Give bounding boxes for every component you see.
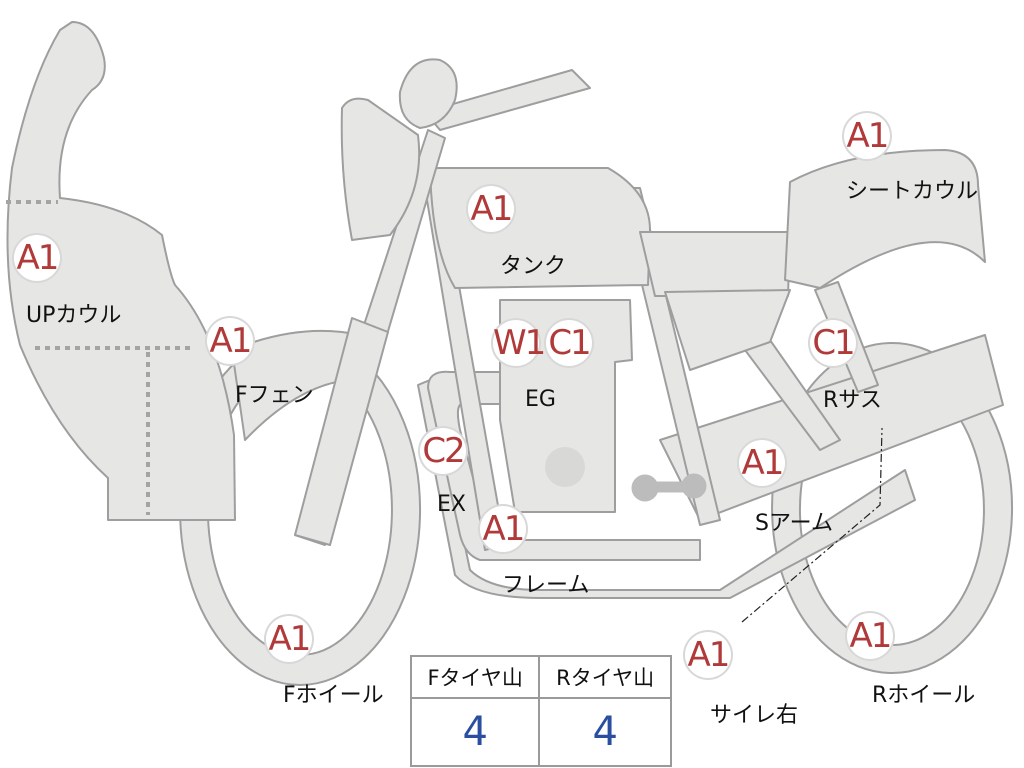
tank-label: タンク xyxy=(500,254,567,279)
frame-code: A1 xyxy=(480,506,526,552)
f-fender-label: Fフェン xyxy=(235,383,314,408)
f-wheel-label: Fホイール xyxy=(283,683,384,708)
rear-tyre-value: 4 xyxy=(538,697,672,767)
swing-arm-label: Sアーム xyxy=(755,511,833,536)
up-cowl-label: UPカウル xyxy=(26,303,122,328)
up-cowl-code: A1 xyxy=(14,235,60,281)
silencer-code: A1 xyxy=(685,632,731,678)
exhaust-code: C2 xyxy=(420,428,466,474)
tyre-tread-table: Fタイヤ山 Rタイヤ山 4 4 xyxy=(409,655,672,767)
seat-cowl-label: シートカウル xyxy=(846,179,979,204)
engine-cover xyxy=(545,447,585,487)
seat-cowl-code: A1 xyxy=(844,113,890,159)
mirror-shape xyxy=(398,58,458,129)
exhaust-label: EX xyxy=(437,492,466,517)
engine-c-code: C1 xyxy=(546,320,592,366)
seat-shape xyxy=(639,231,791,297)
rear-tyre-header: Rタイヤ山 xyxy=(538,655,672,699)
exhaust-shape xyxy=(427,370,701,561)
r-sus-code: C1 xyxy=(810,320,856,366)
tank-code: A1 xyxy=(468,186,514,232)
front-tyre-value: 4 xyxy=(409,697,541,767)
r-sus-label: Rサス xyxy=(823,388,882,413)
frame-label: フレーム xyxy=(502,573,590,598)
f-wheel-code: A1 xyxy=(266,616,312,662)
engine-label: EG xyxy=(525,387,556,412)
fork-slider-shape xyxy=(294,317,389,546)
frame-lower-shape xyxy=(417,379,916,599)
seat-cowl-shape xyxy=(784,149,986,289)
r-wheel-code: A1 xyxy=(847,613,893,659)
r-wheel-label: Rホイール xyxy=(872,683,976,708)
side-cover-shape xyxy=(664,289,791,371)
upper-cowl-shape xyxy=(6,21,236,521)
f-fender-code: A1 xyxy=(207,318,253,364)
front-tyre-header: Fタイヤ山 xyxy=(409,655,541,699)
silencer-label: サイレ右 xyxy=(710,703,799,728)
silencer-leader-line xyxy=(741,427,883,623)
headlight-shape xyxy=(340,97,421,241)
swing-arm-code: A1 xyxy=(739,440,785,486)
engine-w-code: W1 xyxy=(493,320,546,366)
